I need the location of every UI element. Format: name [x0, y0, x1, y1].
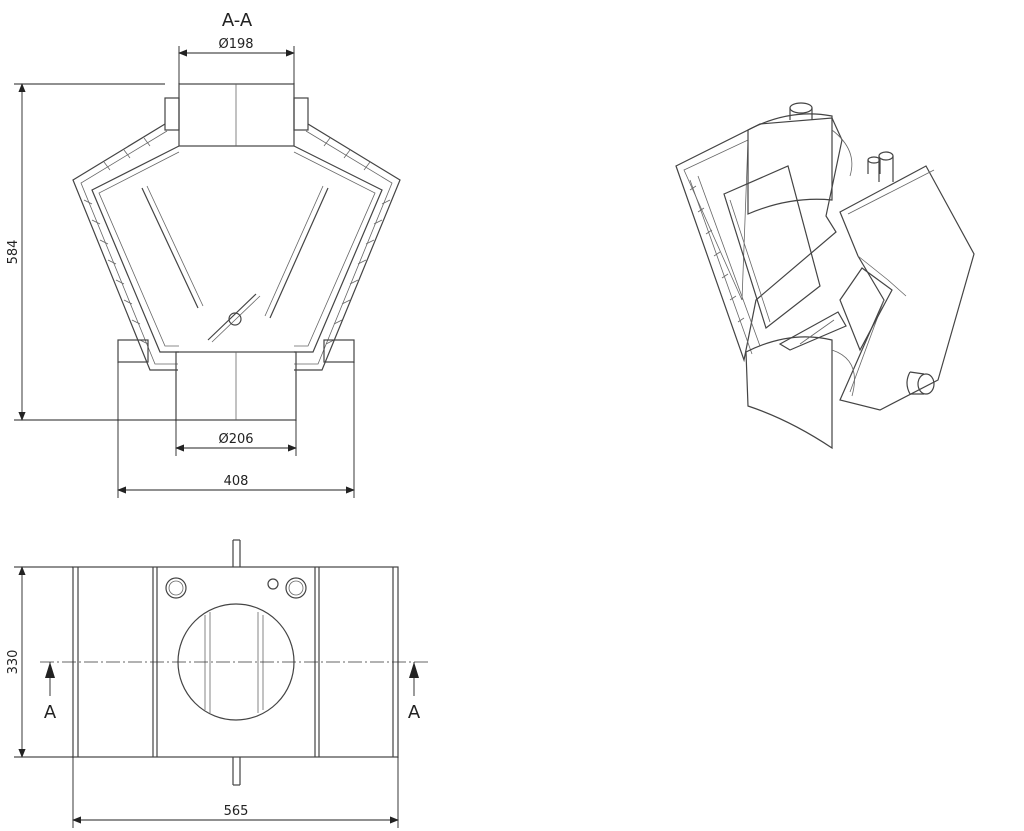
- port-right: [285, 577, 307, 599]
- plan-view: A A 330 565: [6, 539, 428, 828]
- damper-plate: [207, 293, 257, 341]
- dim-length: 565: [224, 804, 249, 819]
- dim-depth: 330: [6, 650, 21, 675]
- body-inner-shell: [91, 145, 383, 353]
- dim-width: 408: [224, 474, 249, 489]
- top-flange-right: [293, 97, 309, 131]
- dim-top-diameter: Ø198: [218, 37, 253, 52]
- section-title: A-A: [222, 10, 253, 31]
- port-small: [267, 578, 279, 590]
- dim-bottom-diameter: Ø206: [218, 432, 253, 447]
- top-flange-left: [164, 97, 180, 131]
- baffle-right: [269, 187, 329, 319]
- section-mark-right: A: [408, 702, 421, 723]
- bottom-flange-left: [117, 339, 149, 363]
- bottom-flange-right: [323, 339, 355, 363]
- body-outer-shell: [72, 123, 401, 371]
- baffle-left: [141, 187, 199, 309]
- isometric-view: [675, 102, 975, 450]
- damper-axle: [228, 312, 242, 326]
- port-left: [165, 577, 187, 599]
- section-mark-left: A: [44, 702, 57, 723]
- dim-height: 584: [6, 240, 21, 265]
- section-view: A-A: [6, 10, 401, 498]
- top-pipe: [178, 83, 295, 147]
